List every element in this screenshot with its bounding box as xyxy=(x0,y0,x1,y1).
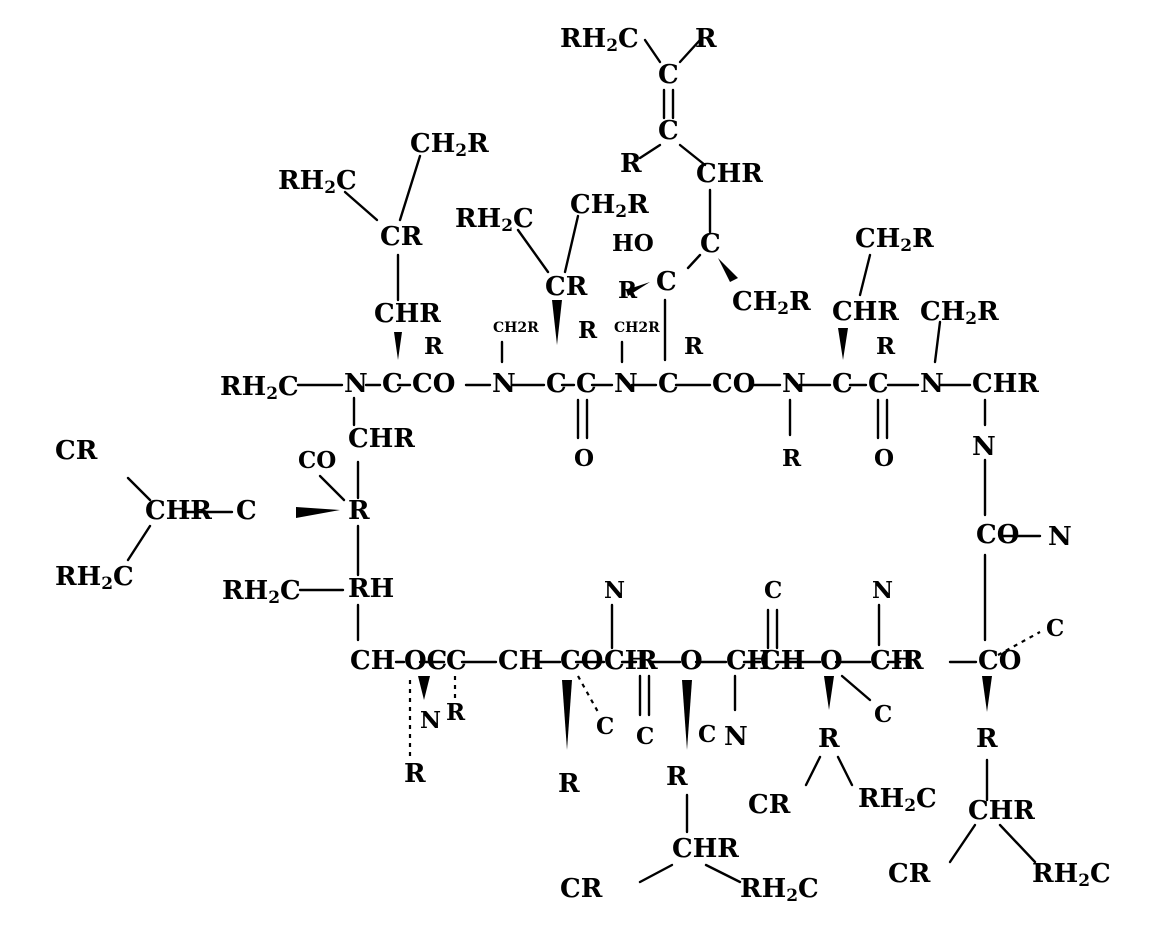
atom-label: CH2R xyxy=(920,297,999,329)
atom-label: R xyxy=(818,724,840,754)
atom-label: RH2C xyxy=(740,874,819,906)
atom-label: RH2C xyxy=(455,204,534,236)
atom-label: CHR xyxy=(374,299,441,329)
atom-label: C xyxy=(656,267,677,297)
atom-label: R xyxy=(636,646,658,676)
atom-label: CH xyxy=(760,646,805,676)
atom-label: CO xyxy=(978,646,1021,676)
atom-label: R xyxy=(695,24,717,54)
atom-label: C xyxy=(576,369,597,399)
atom-label: CHR xyxy=(968,796,1035,826)
atom-label: CO xyxy=(712,369,755,399)
atom-label: O xyxy=(574,445,594,472)
atom-label: RH2C xyxy=(278,166,357,198)
atom-label: RH2C xyxy=(560,24,639,56)
atom-label: R xyxy=(348,496,370,526)
atom-label: N xyxy=(920,369,944,399)
atom-label: HO xyxy=(612,230,654,257)
atom-label: N xyxy=(972,432,996,462)
atom-label: C xyxy=(698,721,716,748)
atom-label: N xyxy=(1048,522,1072,552)
atom-label: CR xyxy=(560,874,603,904)
atom-label: CH2R xyxy=(570,190,649,222)
atom-label: CO xyxy=(560,646,603,676)
atom-label: CHR xyxy=(972,369,1039,399)
atom-label: C xyxy=(832,369,853,399)
atom-label: R xyxy=(782,445,802,472)
atom-label: CH2R xyxy=(614,320,660,336)
atom-label: N xyxy=(724,722,748,752)
atom-label: RH2C xyxy=(222,576,301,608)
atom-label: CH2R xyxy=(410,129,489,161)
atom-label: R xyxy=(578,317,598,344)
atom-label: CR xyxy=(888,859,931,889)
atom-label: N xyxy=(872,577,893,604)
atom-label: RH2C xyxy=(220,372,299,404)
atom-label: RH xyxy=(348,574,394,604)
atom-label: N xyxy=(604,577,625,604)
atom-label: CHR xyxy=(672,834,739,864)
atom-label: R xyxy=(976,724,998,754)
atom-label: R xyxy=(446,699,466,726)
atom-label: C xyxy=(382,369,403,399)
atom-label: C xyxy=(546,369,567,399)
atom-label: CHR xyxy=(696,159,763,189)
atom-label: C xyxy=(596,713,614,740)
atom-label: C xyxy=(446,646,467,676)
atom-label: R xyxy=(620,149,642,179)
atom-label: RH2C xyxy=(1032,859,1111,891)
atom-label: R xyxy=(424,333,444,360)
atom-label: N xyxy=(492,369,516,399)
atom-label: RH2C xyxy=(55,562,134,594)
atom-label: C xyxy=(636,723,654,750)
atom-label: C xyxy=(700,229,721,259)
atom-label: R xyxy=(684,333,704,360)
atom-label: CH2R xyxy=(855,224,934,256)
atom-label: C xyxy=(874,701,892,728)
atom-label: CHR xyxy=(145,496,212,526)
atom-label: C xyxy=(658,60,679,90)
atom-label: R xyxy=(618,277,638,304)
atom-label: OC xyxy=(404,646,447,676)
atom-label: N xyxy=(420,707,441,734)
atom-label: CHR xyxy=(348,424,415,454)
atom-label: C xyxy=(764,577,782,604)
atom-label: R xyxy=(666,762,688,792)
atom-label: C xyxy=(658,116,679,146)
atom-label: O xyxy=(680,646,703,676)
atom-label: C xyxy=(236,496,257,526)
atom-label: O xyxy=(820,646,843,676)
atom-label: CR xyxy=(748,790,791,820)
atom-label: R xyxy=(902,646,924,676)
atom-label: N xyxy=(344,369,368,399)
atom-label: R xyxy=(876,333,896,360)
atom-label: C xyxy=(658,369,679,399)
atom-label: RH2C xyxy=(858,784,937,816)
atom-label: N xyxy=(782,369,806,399)
atom-label: CH2R xyxy=(493,320,539,336)
atom-label: CH2R xyxy=(732,287,811,319)
atom-label: CO xyxy=(412,369,455,399)
atom-label: C xyxy=(1046,615,1064,642)
atom-label: CR xyxy=(380,222,423,252)
atom-label: R xyxy=(404,759,426,789)
atom-label: R xyxy=(558,769,580,799)
atom-label: CR xyxy=(545,272,588,302)
atom-label: C xyxy=(868,369,889,399)
atom-label: O xyxy=(874,445,894,472)
atom-label: CO xyxy=(298,447,336,474)
atom-label: CHR xyxy=(832,297,899,327)
atom-label: CH xyxy=(350,646,395,676)
atom-labels: RH2C R C C R CHR HO C C R CH2R CH2R RH2C… xyxy=(55,24,1111,906)
atom-label: N xyxy=(614,369,638,399)
atom-label: CO xyxy=(976,520,1019,550)
atom-label: CH xyxy=(498,646,543,676)
atom-label: CR xyxy=(55,436,98,466)
